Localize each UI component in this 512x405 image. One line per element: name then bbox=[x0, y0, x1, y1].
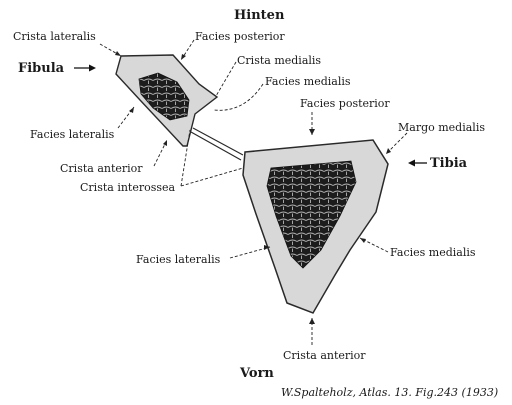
label-crista-interossea: Crista interossea bbox=[80, 181, 176, 194]
arrowhead-facies-medialis-tibia bbox=[360, 238, 366, 243]
arrowhead-crista-anterior-fibula bbox=[163, 140, 167, 146]
orientation-top-label: Hinten bbox=[234, 8, 285, 23]
label-crista-medialis: Crista medialis bbox=[237, 54, 322, 67]
leader-facies-posterior-fibula bbox=[180, 39, 195, 61]
tibia-label: Tibia bbox=[430, 156, 468, 171]
leader-arrowheads bbox=[115, 51, 391, 324]
label-facies-medialis-tibia: Facies medialis bbox=[390, 246, 476, 259]
tibia-marrow-cavity bbox=[266, 160, 357, 269]
arrowhead-facies-posterior-tibia bbox=[309, 129, 315, 135]
label-crista-lateralis: Crista lateralis bbox=[13, 30, 96, 43]
leader-crista-medialis-fibula bbox=[215, 61, 237, 97]
orientation-bottom-label: Vorn bbox=[240, 366, 274, 381]
fibula-label: Fibula bbox=[18, 61, 65, 76]
arrowhead-facies-posterior-fibula bbox=[181, 54, 186, 60]
arrowhead-facies-lateralis-fibula bbox=[129, 107, 134, 113]
fibula-marrow-cavity bbox=[138, 72, 190, 121]
arrowhead-margo-medialis bbox=[386, 148, 391, 154]
interosseous-membrane bbox=[190, 127, 244, 161]
leader-crista-interossea-fibula bbox=[180, 129, 191, 187]
label-facies-lateralis-fibula: Facies lateralis bbox=[30, 128, 115, 141]
fibula-arrowhead bbox=[89, 64, 96, 72]
label-facies-posterior-tibia: Facies posterior bbox=[300, 97, 390, 110]
leader-facies-medialis-fibula bbox=[213, 83, 264, 111]
source-caption: W.Spalteholz, Atlas. 13. Fig.243 (1933) bbox=[281, 386, 499, 399]
leader-facies-lateralis-tibia bbox=[229, 246, 271, 259]
arrowhead-facies-lateralis-tibia bbox=[264, 245, 270, 250]
label-facies-lateralis-tibia: Facies lateralis bbox=[136, 253, 221, 266]
label-margo-medialis: Margo medialis bbox=[398, 121, 485, 134]
arrowhead-crista-anterior-tibia bbox=[309, 318, 315, 324]
label-crista-anterior-tibia: Crista anterior bbox=[283, 349, 366, 362]
bone-pointer-arrows bbox=[74, 64, 427, 167]
leader-crista-interossea-tibia bbox=[180, 167, 244, 187]
tibia-arrowhead bbox=[408, 159, 415, 167]
tibia-section bbox=[242, 139, 389, 314]
arrowhead-crista-lateralis-fibula bbox=[115, 51, 121, 56]
label-crista-anterior-fibula: Crista anterior bbox=[60, 162, 143, 175]
label-facies-posterior-fibula: Facies posterior bbox=[195, 30, 285, 43]
fibula-section bbox=[115, 54, 219, 147]
label-facies-medialis-fibula: Facies medialis bbox=[265, 75, 351, 88]
